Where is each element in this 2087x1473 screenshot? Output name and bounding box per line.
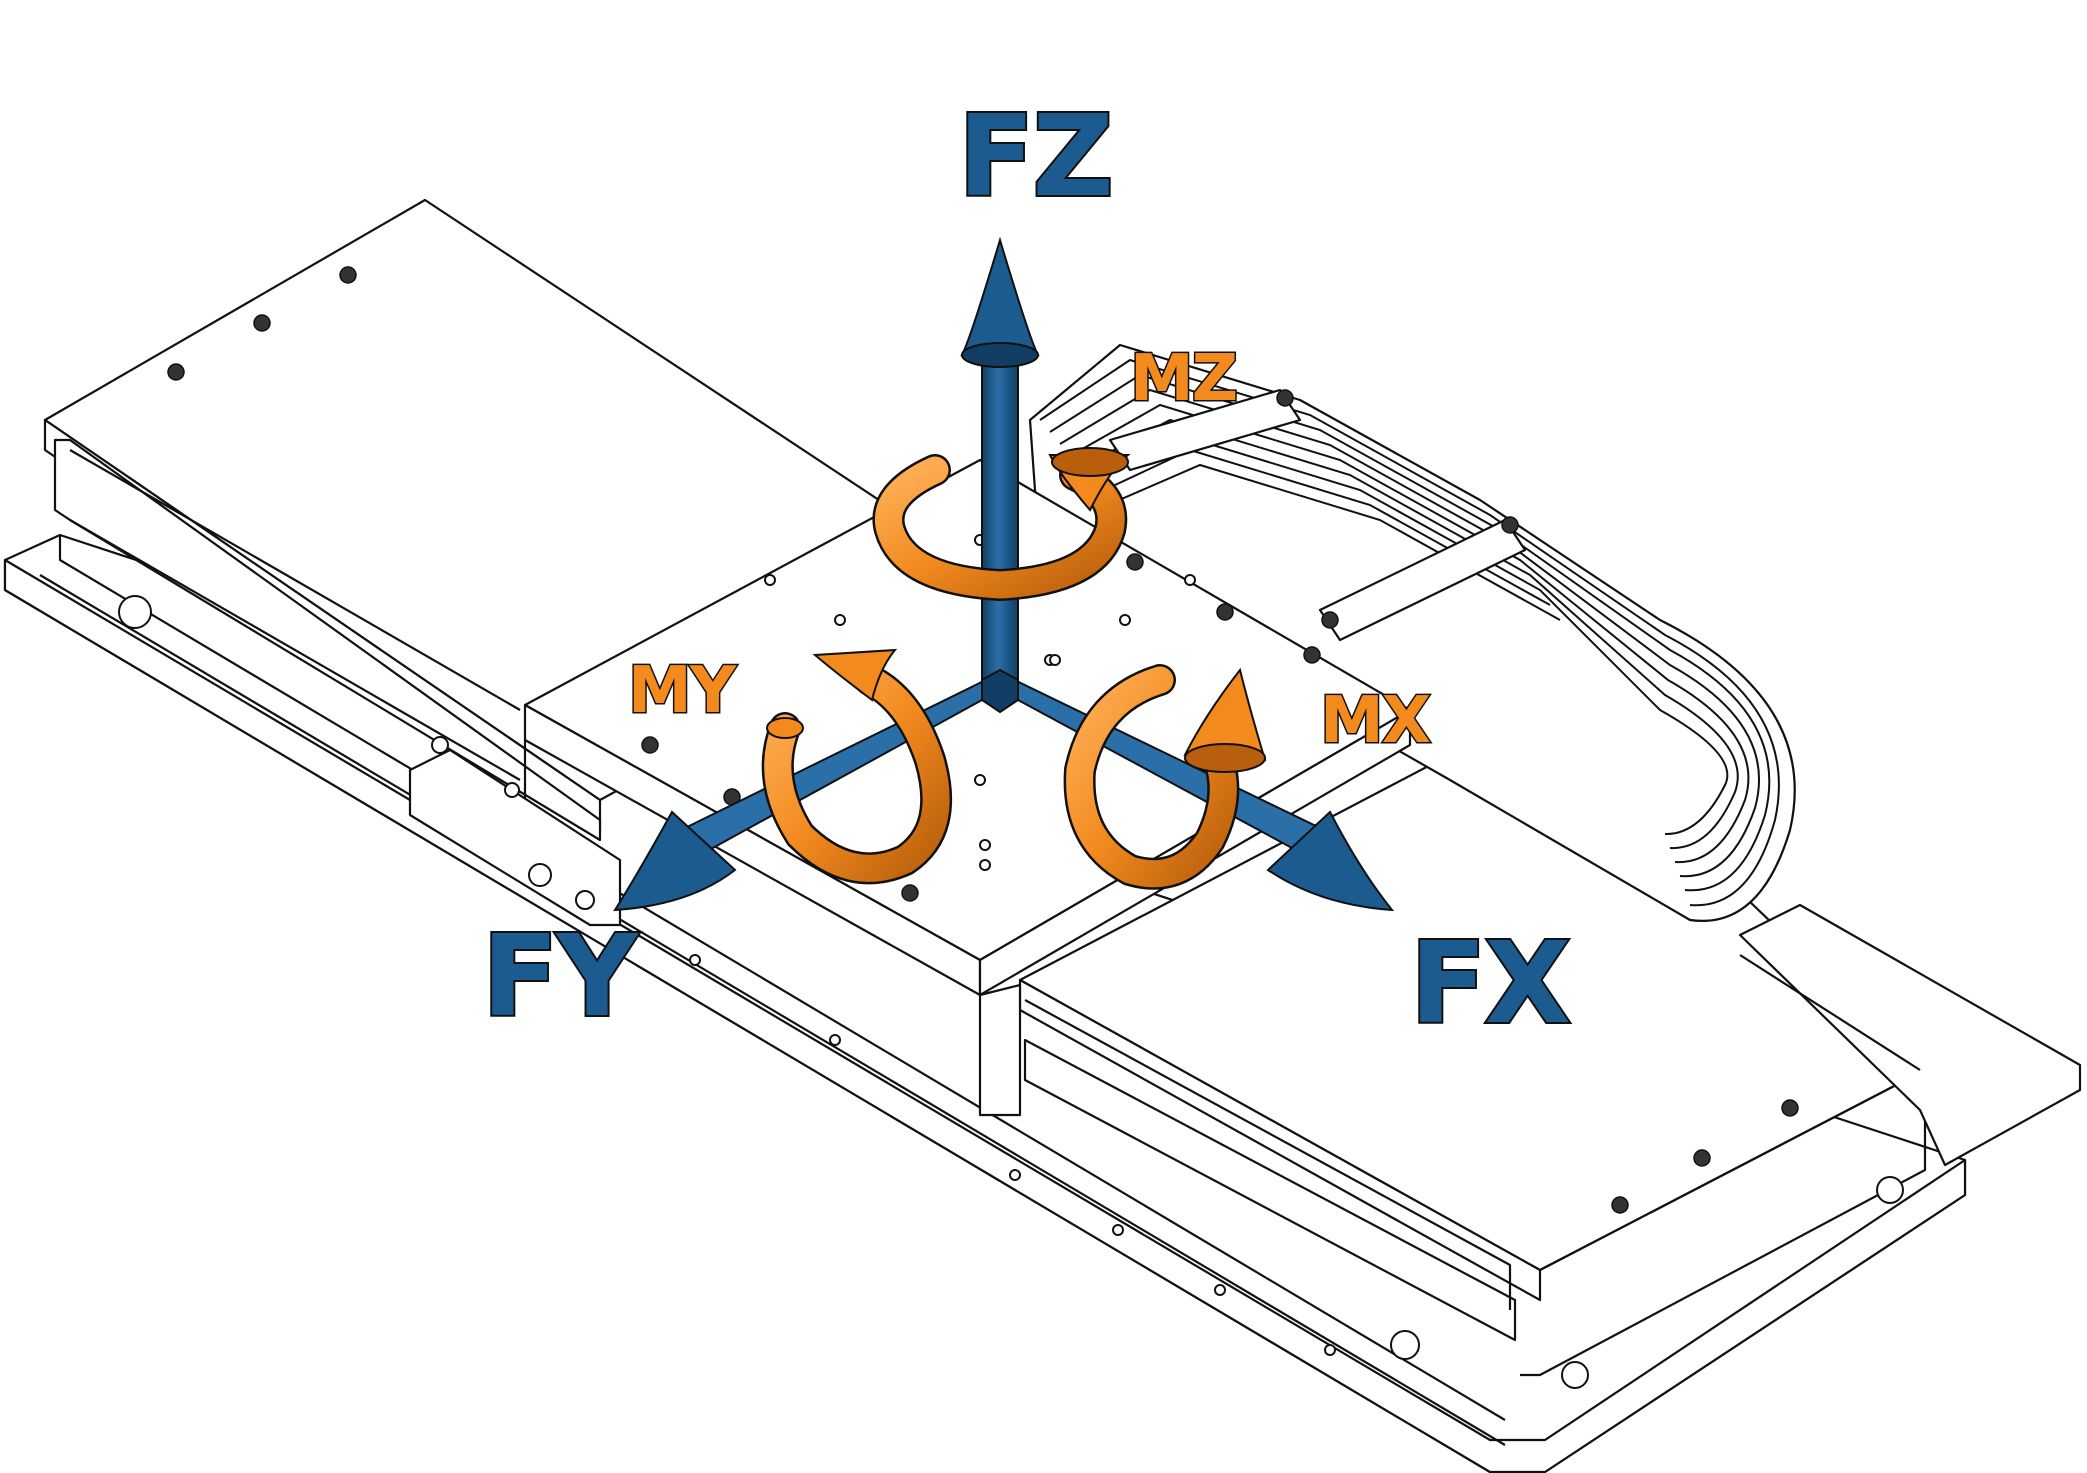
mount-hole-left: [118, 595, 152, 629]
my-arrowhead: [812, 648, 898, 702]
screw-cover-2: [253, 314, 271, 332]
moment-arrows: [761, 447, 1267, 890]
screw-right-3: [1781, 1099, 1799, 1117]
mx-label: MX: [1320, 684, 1431, 758]
cable-tray: [1738, 903, 2082, 1167]
fx-arrowhead: [1266, 810, 1395, 912]
fx-label: FX: [1410, 919, 1570, 1049]
mx-arrowhead: [1183, 667, 1267, 762]
fz-arrowhead: [960, 236, 1040, 356]
fy-arrowhead: [613, 810, 737, 912]
fy-label: FY: [482, 912, 640, 1042]
mz-label: MZ: [1130, 342, 1236, 416]
screw-right-1: [1611, 1196, 1629, 1214]
my-ring: [764, 666, 950, 882]
mount-hole-right: [1390, 1330, 1420, 1360]
cable-clamp-2: [1318, 518, 1527, 642]
right-cover: [1018, 703, 1927, 1389]
fz-label: FZ: [958, 92, 1112, 222]
mz-ring: [875, 456, 1125, 599]
fz-shaft: [981, 354, 1019, 691]
screw-cover-3: [167, 363, 185, 381]
screw-cover-1: [339, 266, 357, 284]
switch-bracket: [408, 736, 622, 927]
my-label: MY: [628, 654, 737, 728]
mx-ring: [1066, 666, 1237, 888]
mount-hole-end: [1876, 1176, 1904, 1204]
screw-right-2: [1693, 1149, 1711, 1167]
